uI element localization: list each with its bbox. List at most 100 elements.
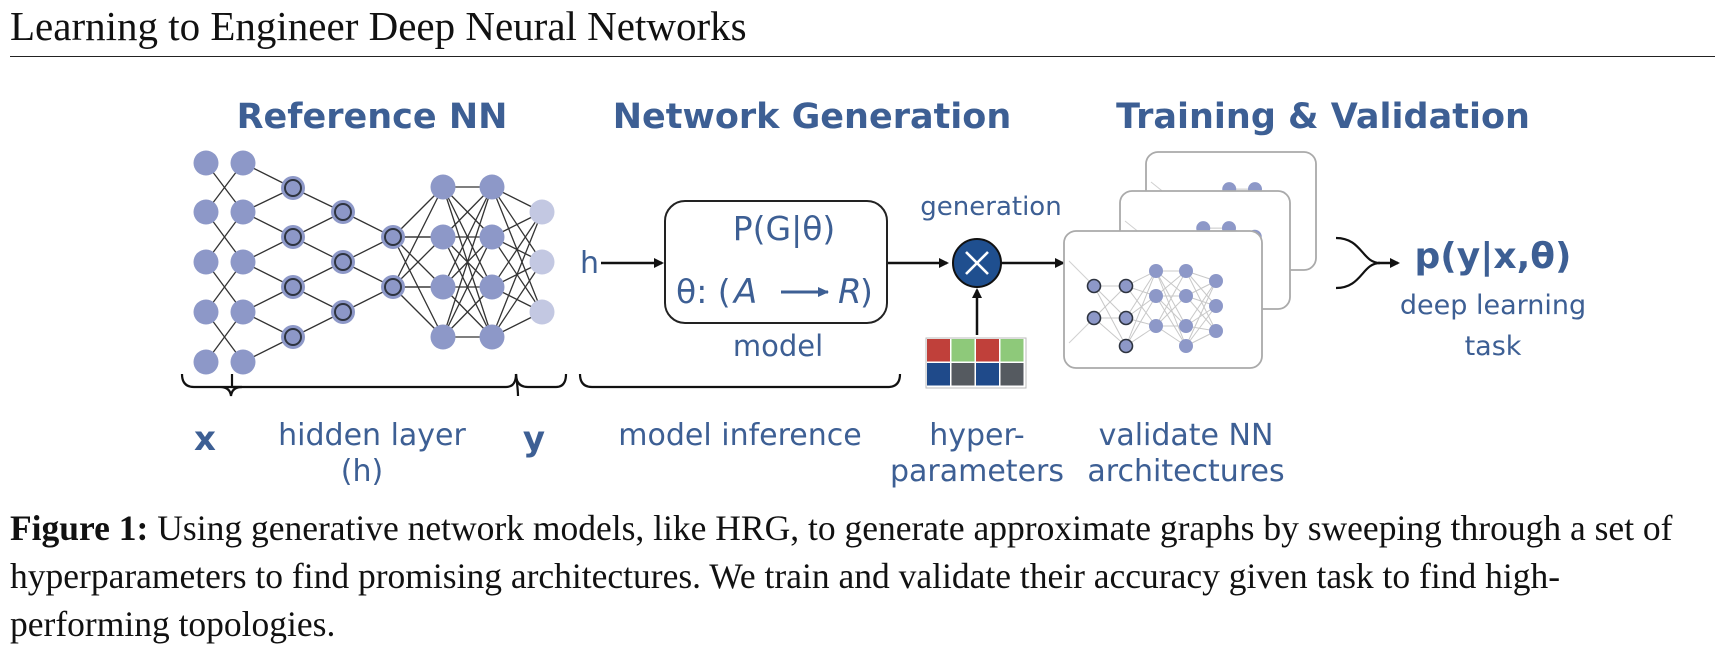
nn-node: [430, 324, 456, 350]
mini-hidden-node: [1086, 310, 1102, 326]
mini-node: [1179, 339, 1193, 353]
nn-node: [193, 299, 219, 325]
label-hyperparameters-line2: parameters: [890, 454, 1064, 489]
mini-node: [1179, 319, 1193, 333]
nn-node: [230, 150, 256, 176]
nn-node: [193, 249, 219, 275]
brace-y: [514, 373, 568, 397]
nn-node: [230, 349, 256, 375]
nn-edge: [491, 261, 543, 338]
nn-output-node: [529, 199, 555, 225]
hyperparameter-cell: [1000, 339, 1024, 362]
nn-node: [230, 249, 256, 275]
nn-hidden-node-core: [334, 203, 352, 221]
nn-node: [479, 274, 505, 300]
nn-hidden-node-core: [284, 278, 302, 296]
nn-node: [479, 174, 505, 200]
nn-hidden-node-core: [334, 303, 352, 321]
mini-edge: [1093, 285, 1127, 347]
nn-edge: [442, 186, 493, 288]
hyperparameter-cell: [951, 363, 975, 386]
nn-node: [230, 199, 256, 225]
mini-edge: [1155, 270, 1187, 327]
hyperparameter-cell: [1000, 363, 1024, 386]
model-close-paren: ): [860, 272, 873, 311]
nn-node: [193, 150, 219, 176]
mini-node: [1149, 319, 1163, 333]
mini-edge: [1185, 305, 1217, 347]
header-divider: [10, 56, 1715, 57]
validated-architectures-stack: [1063, 151, 1317, 369]
brace-hidden: [230, 373, 518, 389]
mini-edge: [1155, 295, 1187, 347]
model-r-symbol: R: [838, 272, 862, 312]
nn-edge: [392, 186, 444, 288]
nn-node: [193, 199, 219, 225]
caption-text: Using generative network models, like HR…: [10, 508, 1673, 644]
input-h-label: h: [580, 246, 599, 281]
figure-caption: Figure 1: Using generative network model…: [10, 504, 1715, 648]
model-theta-prefix: θ: (: [676, 272, 731, 311]
mini-node: [1209, 299, 1223, 313]
nn-hidden-node-core: [334, 253, 352, 271]
mini-edge: [1125, 270, 1157, 319]
model-a-symbol: A: [732, 272, 757, 312]
mini-edge: [1155, 270, 1187, 347]
section-title-network-generation: Network Generation: [613, 97, 1012, 137]
mini-node: [1179, 264, 1193, 278]
output-caption-line1: deep learning: [1400, 290, 1586, 321]
hyperparameter-grid: [925, 337, 1027, 389]
generation-label: generation: [920, 192, 1061, 222]
mini-hidden-node: [1086, 278, 1102, 294]
label-model-inference: model inference: [618, 418, 861, 453]
nn-node: [430, 274, 456, 300]
hyperparameter-cell: [976, 339, 999, 362]
page-title: Learning to Engineer Deep Neural Network…: [10, 3, 747, 49]
nn-node: [479, 324, 505, 350]
nn-hidden-node-core: [384, 228, 402, 246]
model-box: [664, 200, 888, 324]
mini-edge: [1185, 280, 1217, 327]
architecture-card-frame: [1063, 230, 1263, 369]
nn-node: [230, 299, 256, 325]
brace-x: [180, 373, 243, 397]
label-validate-line1: validate NN: [1099, 418, 1274, 453]
nn-edge: [491, 211, 543, 338]
mini-edge: [1093, 285, 1127, 319]
label-x: x: [194, 419, 216, 459]
mini-edge: [1125, 270, 1157, 347]
nn-hidden-node-core: [284, 179, 302, 197]
mini-node: [1179, 289, 1193, 303]
label-hidden-line2: (h): [341, 454, 383, 489]
architecture-card: [1063, 230, 1263, 369]
mini-node: [1209, 324, 1223, 338]
mini-node: [1149, 289, 1163, 303]
nn-edge: [491, 211, 543, 288]
output-caption-line2: task: [1465, 331, 1522, 362]
hyperparameter-cell: [976, 363, 999, 386]
hyperparameter-cell: [927, 339, 950, 362]
model-formula: P(G|θ): [733, 209, 836, 248]
nn-hidden-node-core: [284, 228, 302, 246]
merge-arrow: [1335, 236, 1400, 290]
nn-output-node: [529, 299, 555, 325]
label-y: y: [523, 419, 545, 459]
label-hyperparameters-line1: hyper-: [929, 418, 1025, 453]
figure-diagram: Reference NN Network Generation Training…: [180, 97, 1586, 489]
nn-hidden-node-core: [284, 328, 302, 346]
label-validate-line2: architectures: [1087, 454, 1284, 489]
mini-edge: [1155, 295, 1187, 327]
nn-node: [430, 174, 456, 200]
nn-edge: [442, 186, 493, 338]
nn-output-node: [529, 249, 555, 275]
nn-node: [430, 224, 456, 250]
hyperparameter-grid-frame: [925, 337, 1027, 389]
nn-edge: [442, 236, 493, 338]
section-title-training-validation: Training & Validation: [1116, 97, 1530, 137]
reference-neural-network: [193, 150, 555, 375]
model-label: model: [733, 329, 823, 363]
brace-model-inference: [578, 373, 902, 389]
label-hidden-line1: hidden layer: [278, 418, 466, 453]
mini-hidden-node: [1118, 338, 1134, 354]
nn-hidden-node-core: [384, 278, 402, 296]
